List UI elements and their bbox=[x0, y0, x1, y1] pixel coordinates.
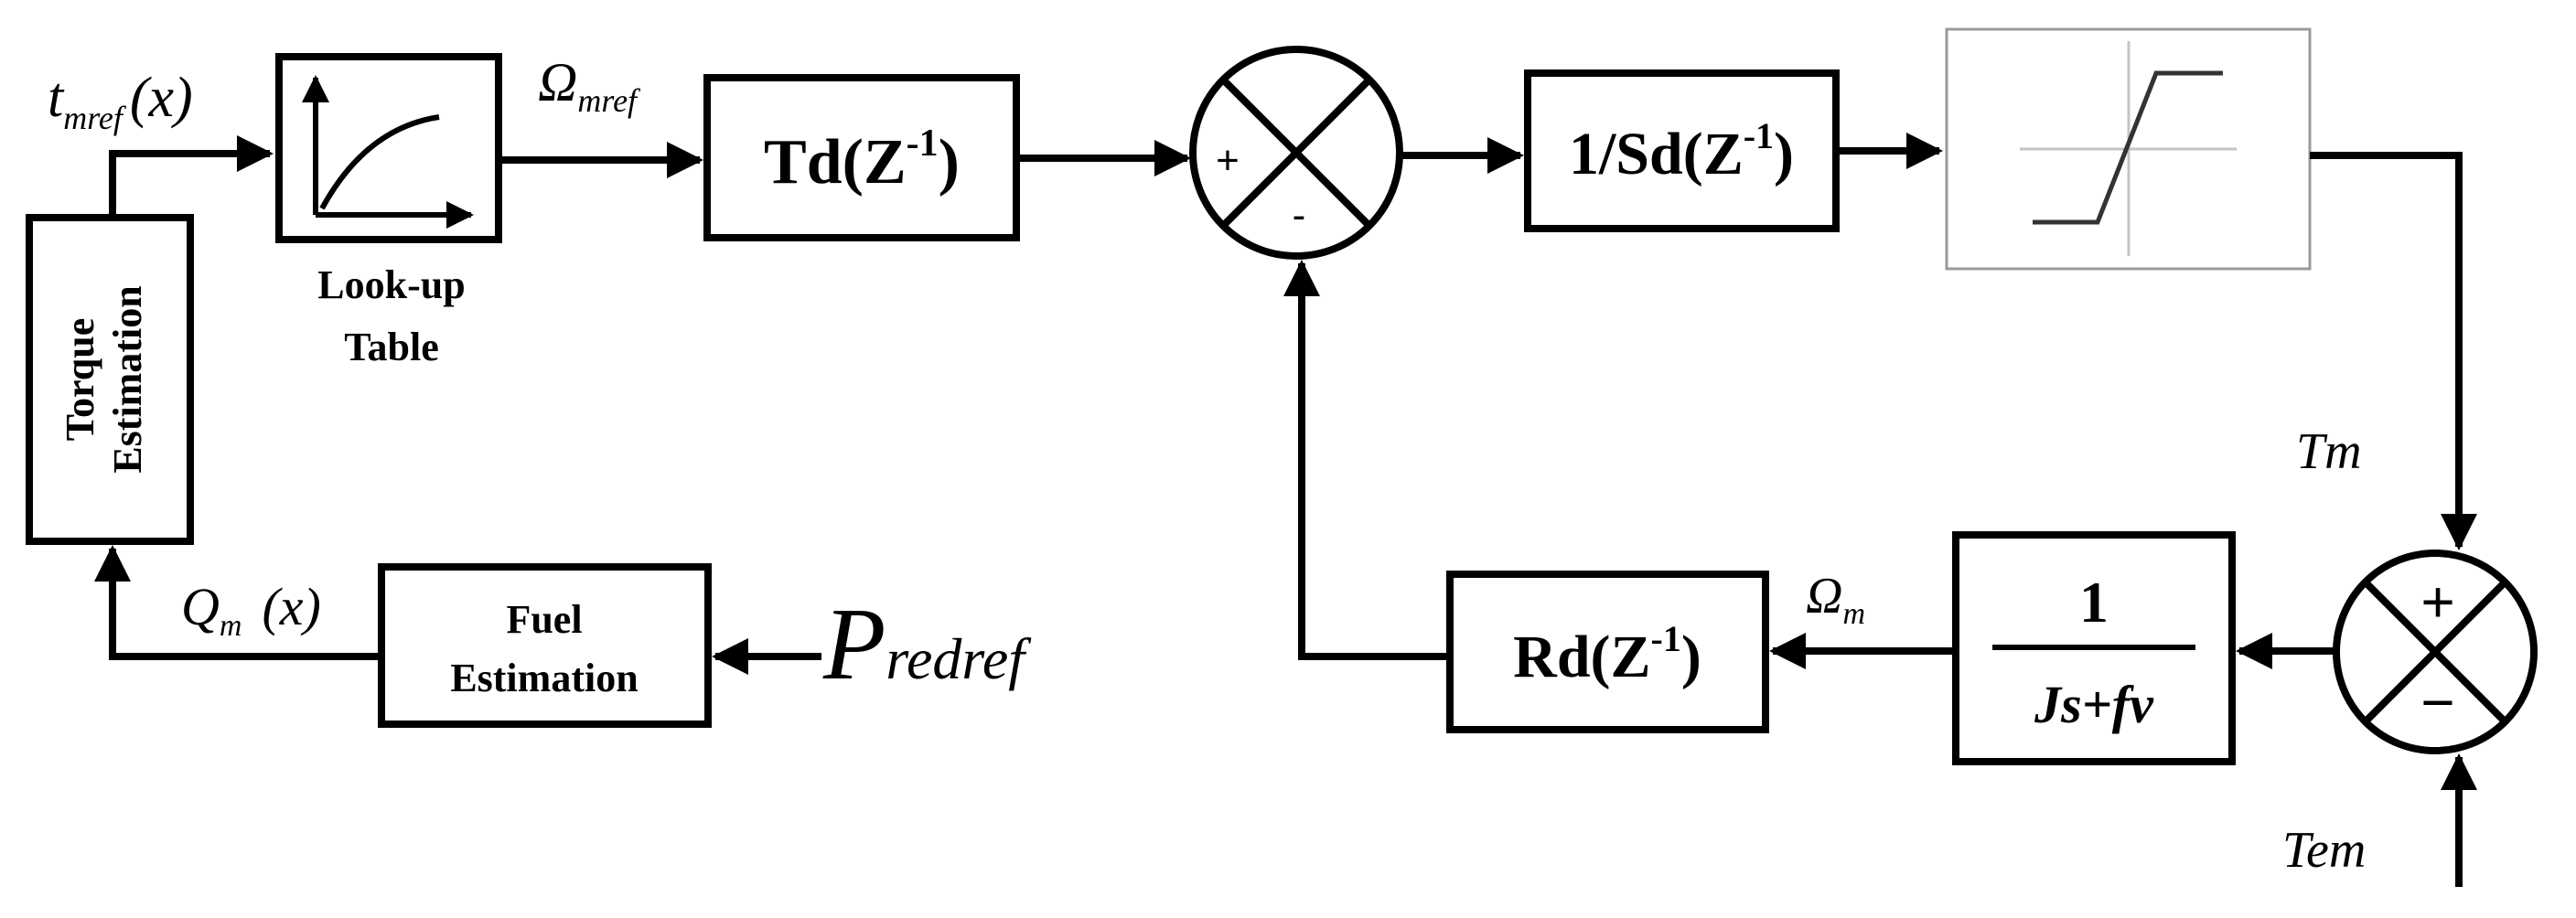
lookup-table-label-2: Table bbox=[344, 325, 439, 369]
td-close: ) bbox=[939, 127, 960, 197]
lookup-table-label-1: Look-up bbox=[317, 262, 465, 307]
sum-top-plus: + bbox=[1216, 138, 1240, 183]
svg-text:1/Sd(Z-1): 1/Sd(Z-1) bbox=[1569, 115, 1794, 187]
omega-m-label: Ωm bbox=[1806, 568, 1865, 631]
torque-estimation-label-1: Torque bbox=[58, 318, 102, 442]
lookup-table-block: Look-up Table bbox=[275, 53, 502, 369]
rd-exponent: -1 bbox=[1651, 618, 1681, 659]
transfer-function-block: 1 Js+fv bbox=[1952, 531, 2236, 765]
sd-close: ) bbox=[1774, 121, 1794, 187]
saturation-icon bbox=[2020, 41, 2237, 256]
tm-label: Tm bbox=[2296, 423, 2362, 480]
td-block: Td(Z-1) bbox=[703, 74, 1020, 241]
rd-close: ) bbox=[1681, 624, 1701, 690]
p-redref-label: Predref bbox=[822, 588, 1032, 701]
tem-label: Tem bbox=[2282, 822, 2366, 879]
summing-junction-top: + - bbox=[1189, 46, 1403, 260]
omega-mref-label: Ωmref bbox=[538, 52, 641, 119]
fuel-estimation-block: Fuel Estimation bbox=[378, 563, 712, 728]
td-exponent: -1 bbox=[907, 123, 939, 165]
saturation-block bbox=[1945, 27, 2312, 271]
sd-base: 1/Sd(Z bbox=[1569, 121, 1744, 187]
tf-numerator: 1 bbox=[2079, 570, 2109, 635]
tf-denominator: Js+fv bbox=[2034, 675, 2154, 734]
lookup-curve-icon bbox=[302, 75, 474, 229]
rd-block: Rd(Z-1) bbox=[1446, 571, 1769, 733]
summing-junction-bottom: + − bbox=[2333, 550, 2538, 754]
t-mref-label: tmref(x) bbox=[48, 67, 193, 136]
sd-exponent: -1 bbox=[1744, 115, 1774, 156]
torque-estimation-label-2: Estimation bbox=[105, 285, 150, 473]
signal-wires bbox=[94, 133, 2477, 887]
sum-top-minus: - bbox=[1293, 193, 1306, 238]
fuel-estimation-label-2: Estimation bbox=[450, 656, 638, 700]
svg-text:Rd(Z-1): Rd(Z-1) bbox=[1513, 618, 1701, 690]
rd-base: Rd(Z bbox=[1513, 624, 1650, 690]
sd-block: 1/Sd(Z-1) bbox=[1524, 69, 1840, 232]
sum-bottom-plus: + bbox=[2420, 569, 2454, 635]
svg-text:Td(Z-1): Td(Z-1) bbox=[764, 123, 960, 197]
torque-estimation-block: Torque Estimation bbox=[26, 214, 194, 545]
sum-bottom-minus: − bbox=[2420, 669, 2454, 735]
fuel-estimation-label-1: Fuel bbox=[506, 597, 582, 642]
q-m-label: Qm(x) bbox=[181, 577, 321, 643]
td-base: Td(Z bbox=[764, 127, 907, 197]
